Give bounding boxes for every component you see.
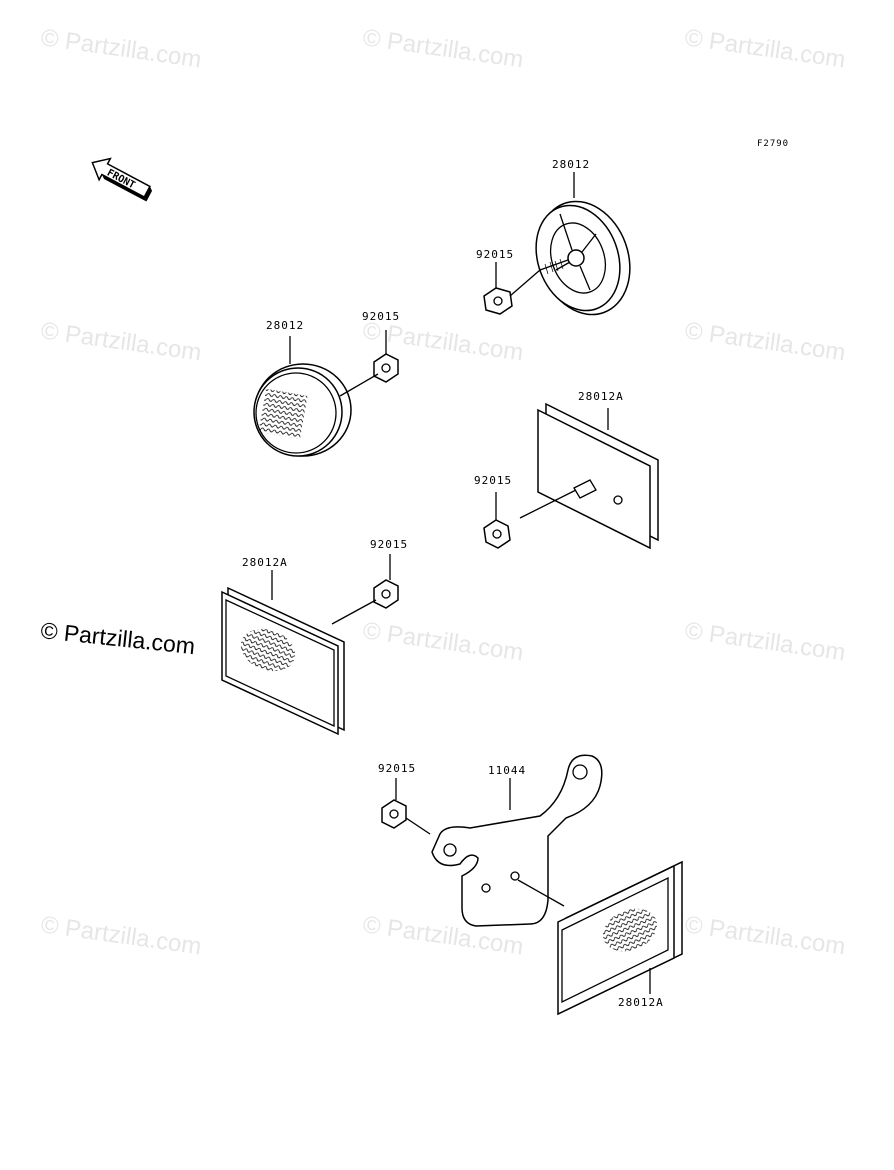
nut bbox=[373, 353, 399, 383]
reflector-round-front bbox=[253, 363, 352, 457]
watermarks: © Partzilla.com © Partzilla.com © Partzi… bbox=[39, 24, 847, 960]
part-label: 28012 bbox=[552, 158, 590, 171]
part-label: 92015 bbox=[370, 538, 408, 551]
nut bbox=[381, 799, 407, 829]
leader-line bbox=[405, 817, 431, 835]
part-label: 11044 bbox=[488, 764, 526, 777]
part-label: 28012A bbox=[578, 390, 624, 403]
leader-line bbox=[339, 373, 379, 397]
part-label: 92015 bbox=[378, 762, 416, 775]
part-label: 92015 bbox=[362, 310, 400, 323]
bracket bbox=[431, 754, 603, 927]
leader-line bbox=[517, 879, 565, 907]
nut bbox=[483, 287, 513, 315]
front-arrow-icon: FRONT bbox=[91, 157, 153, 202]
part-label: 92015 bbox=[476, 248, 514, 261]
watermark: © Partzilla.com bbox=[683, 911, 847, 960]
watermark: © Partzilla.com bbox=[39, 317, 203, 366]
watermark: © Partzilla.com bbox=[683, 24, 847, 73]
part-label: 28012 bbox=[266, 319, 304, 332]
leader-line bbox=[509, 269, 541, 297]
watermark: © Partzilla.com bbox=[39, 24, 203, 73]
watermark: © Partzilla.com bbox=[39, 911, 203, 960]
watermark: © Partzilla.com bbox=[361, 617, 525, 666]
watermark: © Partzilla.com bbox=[683, 317, 847, 366]
part-label: 92015 bbox=[474, 474, 512, 487]
part-label: 28012A bbox=[242, 556, 288, 569]
reflector-rect-front bbox=[221, 586, 345, 736]
watermark: © Partzilla.com bbox=[361, 24, 525, 73]
leader-line bbox=[331, 599, 377, 625]
part-label: 28012A bbox=[618, 996, 664, 1009]
watermark: © Partzilla.com bbox=[683, 617, 847, 666]
nut bbox=[373, 579, 399, 609]
nut bbox=[483, 519, 511, 549]
reflector-round-back bbox=[535, 200, 631, 316]
brand-watermark: © Partzilla.com bbox=[39, 617, 196, 659]
reflector-rect-front-bottom bbox=[557, 860, 683, 1016]
figure-code: F2790 bbox=[757, 139, 789, 149]
reflector-rect-back bbox=[519, 402, 659, 550]
